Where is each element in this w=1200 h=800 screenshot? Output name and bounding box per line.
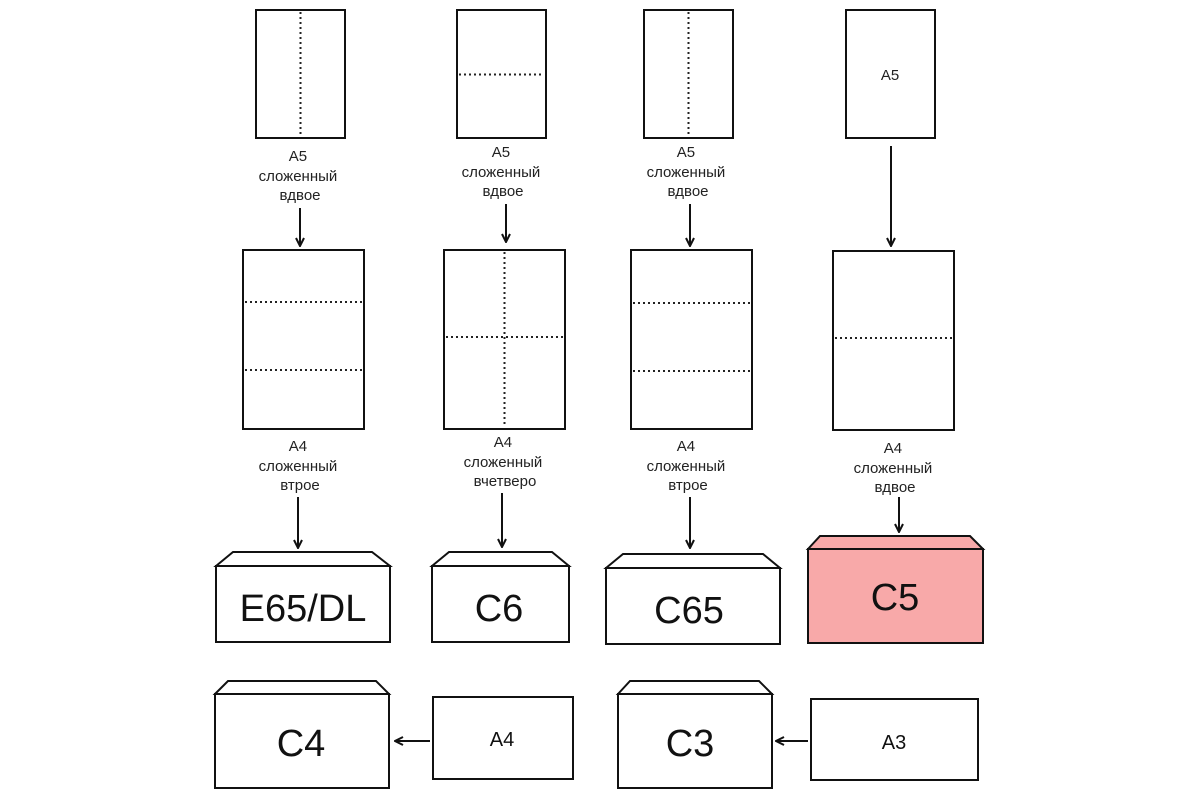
- a4-sheet-folded-thirds: [630, 249, 753, 430]
- envelope-e65-dl: E65/DL: [213, 551, 393, 643]
- caption-a4: A4 сложенный вдвое: [854, 440, 937, 496]
- envelope-label: C4: [277, 723, 326, 765]
- envelope-flap: [805, 535, 986, 550]
- caption-a4: A4 сложенный вчетверо: [464, 434, 547, 490]
- a4-sheet-folded-thirds: [242, 249, 365, 430]
- sheet-label-a3: A3: [882, 732, 906, 754]
- envelope-c65: C65: [603, 553, 783, 645]
- envelope-c5-highlighted: C5: [805, 535, 986, 644]
- row-c4-a4: C4 A4: [212, 680, 574, 789]
- envelope-flap: [212, 680, 392, 695]
- envelope-label: C5: [871, 577, 920, 619]
- a5-sheet-folded-half: [456, 9, 547, 139]
- caption-a5: A5 сложенный вдвое: [647, 144, 730, 200]
- envelope-flap: [603, 553, 783, 569]
- envelope-flap: [429, 551, 572, 567]
- envelope-flap: [615, 680, 775, 695]
- sheet-label-a4: A4: [490, 729, 514, 751]
- envelope-c3: C3: [615, 680, 775, 789]
- column-c65: A5 сложенный вдвое A4 сложенный втрое C6…: [603, 9, 783, 645]
- caption-a4: A4 сложенный втрое: [259, 438, 342, 494]
- envelope-c6: C6: [429, 551, 572, 643]
- caption-a5: A5 сложенный вдвое: [259, 148, 342, 204]
- column-e65-dl: A5 сложенный вдвое A4 сложенный втрое E6…: [213, 9, 393, 643]
- a5-sheet: [845, 9, 936, 139]
- envelope-label: C65: [654, 590, 724, 632]
- a3-sheet: [810, 698, 979, 781]
- envelope-c4: C4: [212, 680, 392, 789]
- sheet-label-a5: A5: [881, 67, 899, 84]
- caption-a4: A4 сложенный втрое: [647, 438, 730, 494]
- a4-sheet-folded-quarters: [443, 249, 566, 430]
- caption-a5: A5 сложенный вдвое: [462, 144, 545, 200]
- a4-sheet: [432, 696, 574, 780]
- a4-sheet-folded-half: [832, 250, 955, 431]
- envelope-flap: [213, 551, 393, 567]
- column-c6: A5 сложенный вдвое A4 сложенный вчетверо…: [429, 9, 572, 643]
- column-c5: A5 A4 сложенный вдвое C5: [805, 9, 986, 644]
- envelope-label: E65/DL: [240, 588, 367, 630]
- row-c3-a3: C3 A3: [615, 680, 979, 789]
- envelope-label: C3: [666, 723, 715, 765]
- envelope-label: C6: [475, 588, 524, 630]
